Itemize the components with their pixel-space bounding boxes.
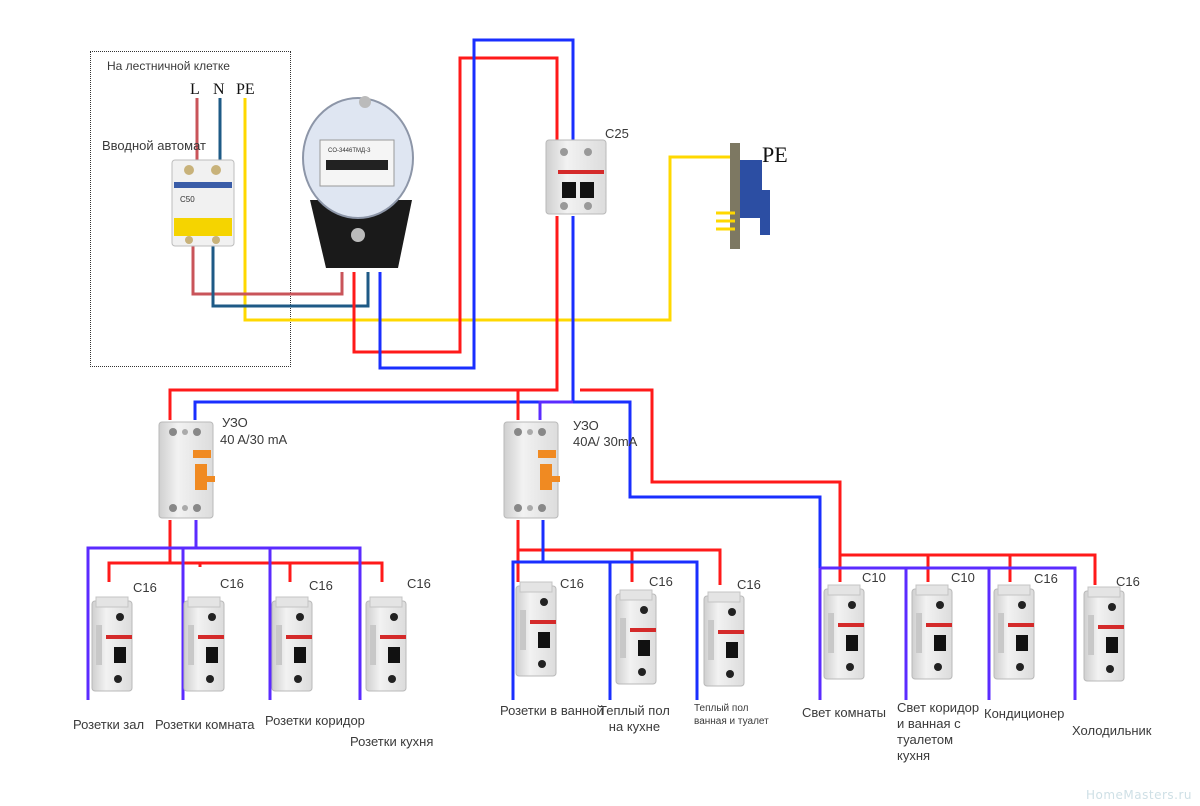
breaker-g2-1	[515, 581, 557, 677]
circuit-label: Розетки зал	[73, 717, 145, 732]
rcd-1-rating: 40 A/30 mA	[220, 432, 288, 447]
rcd-2	[503, 421, 560, 519]
breaker-g1-4	[365, 596, 407, 692]
rating-g3-3: C16	[1034, 571, 1058, 586]
circuit-label: Теплый пол на кухне	[599, 703, 670, 734]
label-pe: PE	[236, 81, 255, 98]
meter-model: CO-3446ТМД-3	[328, 148, 371, 154]
incoming-wires	[191, 38, 735, 370]
pe-bus-label: PE	[762, 142, 788, 167]
main-breaker-rating: C50	[180, 195, 195, 204]
main-breaker-label: Вводной автомат	[102, 138, 206, 153]
breakers	[91, 581, 1125, 692]
circuit-label: Розетки кухня	[350, 734, 434, 749]
rcd-2-title: УЗО	[573, 418, 599, 433]
breaker-g3-3	[993, 584, 1035, 680]
breaker-g1-2	[183, 596, 225, 692]
watermark: HomeMasters.ru	[1085, 788, 1192, 802]
rcd-1-title: УЗО	[222, 415, 248, 430]
rating-g3-1: C10	[862, 570, 886, 585]
breaker-g3-1	[823, 584, 865, 680]
circuit-label: Свет комнаты	[802, 705, 886, 720]
rating-g1-1: C16	[133, 580, 157, 595]
circuit-label: Розетки коридор	[265, 713, 365, 728]
label-l: L	[190, 81, 200, 98]
stairwell-title: На лестничной клетке	[107, 59, 230, 73]
circuit-label: Розетки комната	[155, 717, 255, 732]
rating-g3-4: C16	[1116, 574, 1140, 589]
stairwell-zone	[90, 51, 291, 367]
main-switch	[545, 139, 607, 215]
circuit-label: Розетки в ванной	[500, 703, 604, 718]
breaker-g3-2	[911, 584, 953, 680]
rating-g3-2: C10	[951, 570, 975, 585]
pe-busbar	[716, 143, 770, 249]
circuit-label: Теплый пол ванная и туалет	[694, 703, 769, 727]
rating-g1-2: C16	[220, 576, 244, 591]
breaker-g2-2	[615, 589, 657, 685]
rating-g2-3: C16	[737, 577, 761, 592]
electricity-meter: CO-3446ТМД-3	[302, 96, 414, 268]
circuit-label: Свет коридор и ванная с туалетом кухня	[897, 700, 980, 763]
circuit-label: Холодильник	[1072, 723, 1152, 738]
breaker-g3-4	[1083, 586, 1125, 682]
rating-g2-2: C16	[649, 574, 673, 589]
rating-g1-3: C16	[309, 578, 333, 593]
rating-g1-4: C16	[407, 576, 431, 591]
rcd-1	[158, 421, 215, 519]
breaker-g2-3	[703, 591, 745, 687]
rating-g2-1: C16	[560, 576, 584, 591]
breaker-g1-1	[91, 596, 133, 692]
label-n: N	[213, 81, 225, 98]
rcd-2-rating: 40A/ 30mA	[573, 434, 638, 449]
main-switch-label: C25	[605, 126, 629, 141]
circuit-label: Кондиционер	[984, 706, 1065, 721]
breaker-g1-3	[271, 596, 313, 692]
main-breaker: C50	[171, 159, 235, 247]
